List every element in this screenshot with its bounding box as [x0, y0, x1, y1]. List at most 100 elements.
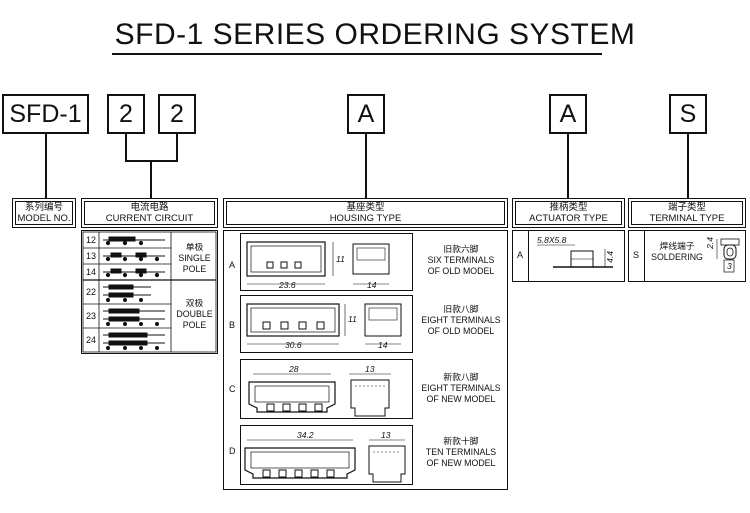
housing-code-c: C	[229, 384, 236, 394]
circuit-single-en2: POLE	[182, 264, 207, 274]
housing-d-diagram	[244, 439, 406, 483]
circuit-code-14: 14	[86, 267, 97, 277]
terminal-label: 焊线端子 SOLDERING	[645, 241, 709, 263]
connector-actuator	[567, 134, 569, 199]
circuit-code-12: 12	[86, 235, 97, 245]
housing-b-cn: 旧款八脚	[443, 304, 479, 314]
circuit-code-13: 13	[86, 251, 97, 261]
terminal-diagram	[716, 238, 740, 273]
housing-b-width: 30.6	[285, 340, 302, 350]
housing-a-desc: 旧款六脚 SIX TERMINALS OF OLD MODEL	[415, 244, 507, 277]
terminal-dim-b: 3	[727, 261, 732, 271]
circuit-code-22: 22	[86, 287, 97, 297]
circuit-double-en2: POLE	[182, 320, 207, 330]
circuit-double-cn: 双极	[185, 298, 204, 308]
housing-a-en2: OF OLD MODEL	[427, 266, 495, 276]
connector-model	[45, 134, 47, 198]
code-box-circuit-1: 2	[107, 94, 145, 134]
housing-a-side: 14	[367, 280, 377, 290]
housing-drawing-b: 30.6 11 14	[240, 295, 413, 353]
circuit-table	[81, 230, 218, 354]
model-header-en: MODEL NO.	[17, 213, 71, 224]
housing-b-diagram	[246, 303, 402, 345]
code-box-circuit-2: 2	[158, 94, 196, 134]
circuit-single-en1: SINGLE	[178, 253, 211, 263]
actuator-header-cn: 推柄类型	[549, 202, 588, 213]
housing-d-side: 13	[381, 430, 391, 440]
housing-row-b: B 30.6 11 14 旧款八脚 EIGHT TERMINALS OF OLD…	[223, 294, 508, 358]
terminal-divider	[644, 231, 645, 281]
housing-c-width: 28	[289, 364, 299, 374]
connector-circuit-b	[176, 134, 178, 161]
housing-d-width: 34.2	[297, 430, 314, 440]
actuator-dim-top: 5.8X5.8	[537, 235, 567, 245]
actuator-divider	[528, 231, 529, 281]
housing-c-en2: OF NEW MODEL	[426, 394, 496, 404]
actuator-header: 推柄类型 ACTUATOR TYPE	[512, 198, 625, 228]
housing-b-desc: 旧款八脚 EIGHT TERMINALS OF OLD MODEL	[415, 304, 507, 337]
actuator-code: A	[517, 250, 524, 260]
circuit-double-en1: DOUBLE	[176, 309, 213, 319]
connector-circuit	[150, 160, 152, 199]
housing-c-diagram	[248, 373, 391, 417]
code-box-model: SFD-1	[2, 94, 89, 134]
housing-a-height: 11	[336, 254, 345, 264]
housing-row-c: C 28 13 新款八脚 EIGHT TERMINALS OF NEW MODE…	[223, 358, 508, 422]
housing-code-d: D	[229, 446, 236, 456]
housing-a-diagram	[246, 241, 390, 285]
actuator-diagram	[537, 244, 613, 268]
housing-header: 基座类型 HOUSING TYPE	[223, 198, 508, 228]
terminal-code: S	[633, 250, 640, 260]
housing-a-width: 23.6	[279, 280, 296, 290]
housing-b-en2: OF OLD MODEL	[427, 326, 495, 336]
housing-c-cn: 新款八脚	[443, 372, 479, 382]
actuator-header-en: ACTUATOR TYPE	[529, 213, 608, 224]
housing-b-en1: EIGHT TERMINALS	[421, 315, 501, 325]
terminal-label-en: SOLDERING	[651, 252, 703, 262]
housing-header-en: HOUSING TYPE	[329, 213, 402, 224]
housing-header-cn: 基座类型	[346, 202, 385, 213]
housing-b-height: 11	[348, 314, 357, 324]
housing-b-side: 14	[378, 340, 388, 350]
circuit-code-24: 24	[86, 335, 97, 345]
code-box-actuator: A	[549, 94, 587, 134]
circuit-header: 电流电路 CURRENT CIRCUIT	[81, 198, 218, 228]
connector-terminal	[687, 134, 689, 199]
terminal-header-en: TERMINAL TYPE	[649, 213, 725, 224]
circuit-grid	[82, 231, 217, 353]
title-underline	[112, 53, 602, 55]
circuit-rows: 12 13 14 22 23 24 单极 SINGLE POLE 双极 DOUB…	[81, 230, 218, 354]
housing-drawing-c: 28 13	[240, 359, 413, 419]
actuator-panel: A 5.8X5.8 4.4	[512, 230, 625, 282]
circuit-double-label: 双极 DOUBLE POLE	[171, 298, 218, 331]
housing-drawing-a: 23.6 11 14	[240, 233, 413, 291]
code-box-housing: A	[347, 94, 385, 134]
terminal-dim-a: 2.4	[705, 237, 715, 249]
housing-c-side: 13	[365, 364, 375, 374]
housing-row-a: A 23.6 11 14 旧款六脚 SIX TERMINALS OF OLD M…	[223, 230, 508, 294]
housing-d-desc: 新款十脚 TEN TERMINALS OF NEW MODEL	[415, 436, 507, 469]
code-box-terminal: S	[669, 94, 707, 134]
terminal-panel: S 焊线端子 SOLDERING 2.4 3	[628, 230, 746, 282]
model-header-cn: 系列编号	[24, 202, 63, 213]
circuit-single-label: 单极 SINGLE POLE	[171, 242, 218, 275]
circuit-single-cn: 单极	[185, 242, 204, 252]
housing-d-en2: OF NEW MODEL	[426, 458, 496, 468]
housing-c-en1: EIGHT TERMINALS	[421, 383, 501, 393]
housing-d-cn: 新款十脚	[443, 436, 479, 446]
terminal-header-cn: 端子类型	[667, 202, 706, 213]
housing-a-cn: 旧款六脚	[443, 244, 479, 254]
model-header: 系列编号 MODEL NO.	[12, 198, 76, 228]
connector-circuit-a	[125, 134, 127, 161]
circuit-header-cn: 电流电路	[130, 202, 169, 213]
terminal-header: 端子类型 TERMINAL TYPE	[628, 198, 746, 228]
actuator-dim-side: 4.4	[605, 251, 615, 263]
housing-code-a: A	[229, 260, 236, 270]
circuit-header-en: CURRENT CIRCUIT	[105, 213, 194, 224]
circuit-code-23: 23	[86, 311, 97, 321]
connector-housing	[365, 134, 367, 199]
terminal-label-cn: 焊线端子	[659, 241, 695, 251]
housing-d-en1: TEN TERMINALS	[425, 447, 497, 457]
housing-a-en1: SIX TERMINALS	[427, 255, 495, 265]
housing-code-b: B	[229, 320, 236, 330]
